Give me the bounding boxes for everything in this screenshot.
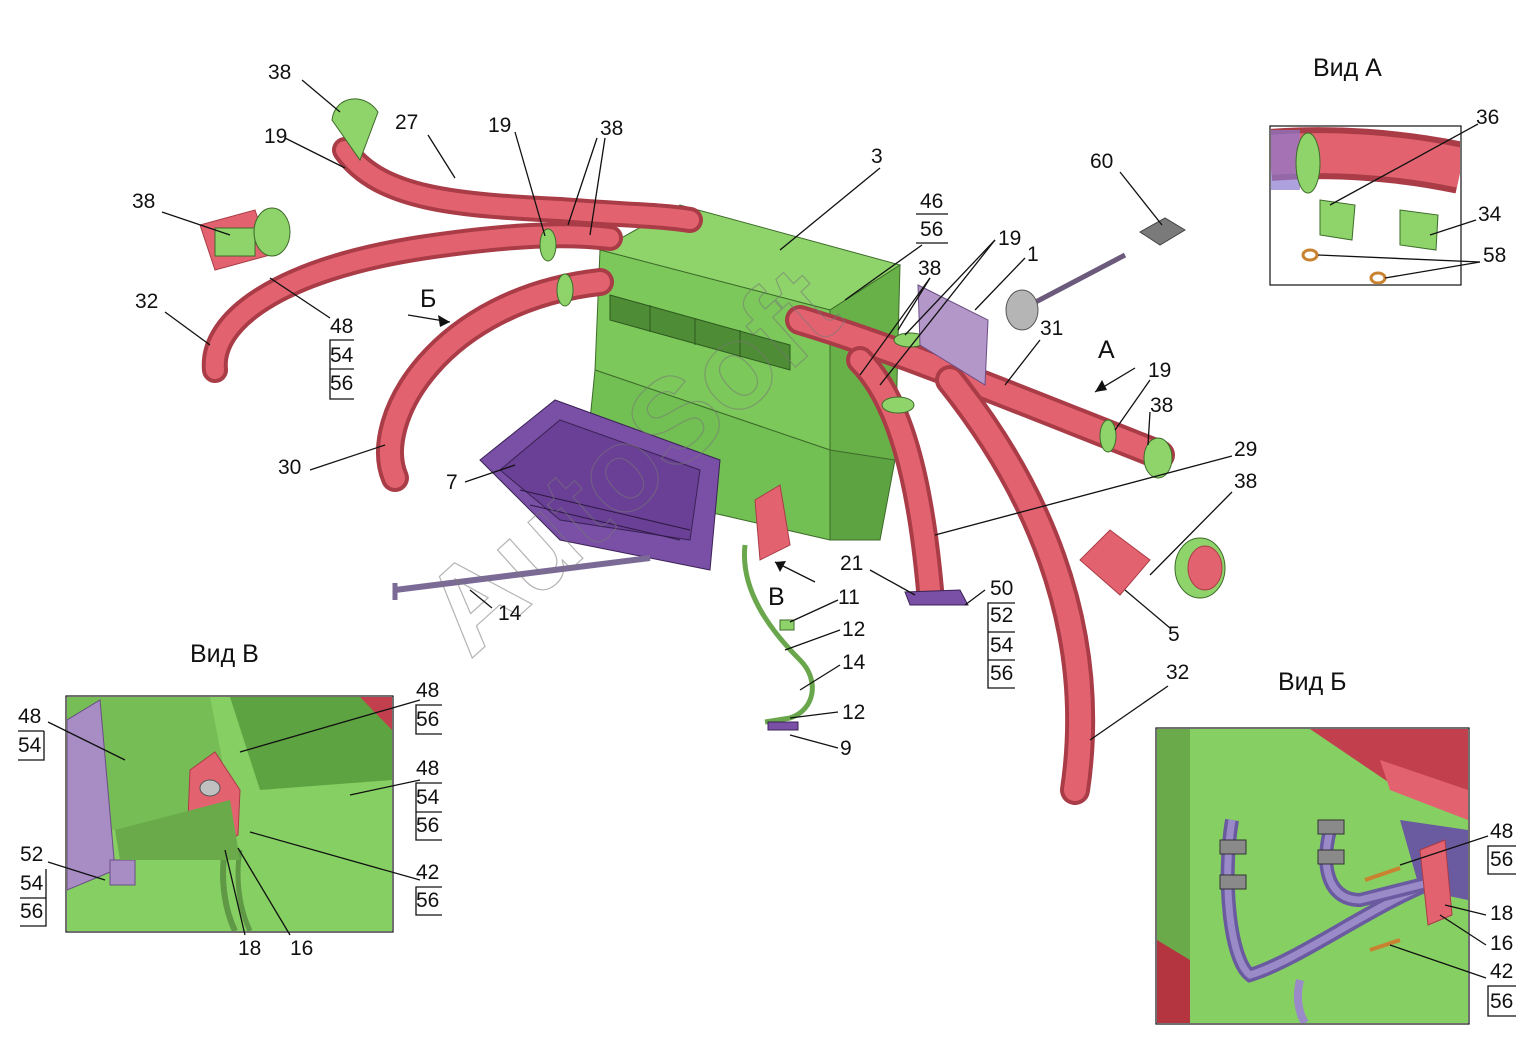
callout-9: 9 xyxy=(840,737,852,760)
callout-54: 54 xyxy=(330,344,354,367)
rod-14-right xyxy=(741,544,815,731)
callout-38: 38 xyxy=(1234,470,1257,493)
callout-54: 54 xyxy=(20,872,44,895)
callout-56: 56 xyxy=(330,372,353,395)
bolt-60 xyxy=(1005,217,1186,331)
plate-1 xyxy=(917,284,989,386)
callout-50: 50 xyxy=(990,577,1013,600)
callout-3: 3 xyxy=(871,145,883,168)
bracket-21 xyxy=(904,589,969,606)
callout-16: 16 xyxy=(1490,932,1513,955)
callout-30: 30 xyxy=(278,456,301,479)
callout-18: 18 xyxy=(238,937,261,960)
callout-56: 56 xyxy=(20,900,43,923)
callout-48: 48 xyxy=(330,315,353,338)
callout-60: 60 xyxy=(1090,150,1113,173)
view-v-title: Вид В xyxy=(190,640,259,668)
callout-38: 38 xyxy=(132,190,155,213)
flange xyxy=(754,484,791,561)
callout-42: 42 xyxy=(1490,960,1513,983)
callout-19: 19 xyxy=(1148,359,1171,382)
rod-14-left xyxy=(392,555,651,600)
callout-54: 54 xyxy=(416,786,440,809)
callout-56: 56 xyxy=(990,662,1013,685)
callout-52: 52 xyxy=(990,604,1013,627)
callout-19: 19 xyxy=(998,227,1021,250)
callout-12: 12 xyxy=(842,701,865,724)
callout-32: 32 xyxy=(1166,661,1189,684)
callout-54: 54 xyxy=(18,734,42,757)
callout-48: 48 xyxy=(1490,820,1513,843)
view-v-panel: Вид В 48 54 48 56 48 5 xyxy=(18,640,442,960)
callout-48: 48 xyxy=(416,757,439,780)
end-cap-38 xyxy=(1143,437,1173,479)
callout-38: 38 xyxy=(600,117,623,140)
callout-19: 19 xyxy=(488,114,511,137)
callout-46: 46 xyxy=(920,190,943,213)
view-arrows xyxy=(438,315,1107,572)
callout-48: 48 xyxy=(416,679,439,702)
callout-54: 54 xyxy=(990,634,1014,657)
view-arrow-b: Б xyxy=(420,285,436,313)
callout-36: 36 xyxy=(1476,106,1499,129)
callout-48: 48 xyxy=(18,705,41,728)
callout-56: 56 xyxy=(416,889,439,912)
callout-31: 31 xyxy=(1040,317,1063,340)
callout-32: 32 xyxy=(135,290,158,313)
callout-56: 56 xyxy=(1490,848,1513,871)
callout-52: 52 xyxy=(20,843,43,866)
callout-56: 56 xyxy=(1490,990,1513,1013)
callout-56: 56 xyxy=(416,708,439,731)
callout-16: 16 xyxy=(290,937,313,960)
callout-7: 7 xyxy=(446,471,458,494)
callout-19: 19 xyxy=(264,125,287,148)
callout-38: 38 xyxy=(268,61,291,84)
callout-56: 56 xyxy=(416,814,439,837)
leaders-main xyxy=(161,79,1233,749)
nozzle-38-left xyxy=(199,207,291,271)
view-a-panel: Вид А 36 34 58 xyxy=(1269,54,1506,286)
callout-1: 1 xyxy=(1027,243,1039,266)
air-duct-7 xyxy=(479,399,721,571)
callout-56: 56 xyxy=(920,218,943,241)
view-b-panel: Вид Б 48 56 18 xyxy=(1155,668,1516,1025)
callout-12: 12 xyxy=(842,618,865,641)
clamps-19 xyxy=(539,228,1117,453)
callout-42: 42 xyxy=(416,861,439,884)
callout-38: 38 xyxy=(918,257,941,280)
callout-14: 14 xyxy=(498,602,522,625)
callout-18: 18 xyxy=(1490,902,1513,925)
callout-27: 27 xyxy=(395,111,418,134)
callout-5: 5 xyxy=(1168,623,1180,646)
nozzle-38-top xyxy=(331,98,379,162)
view-arrow-v: В xyxy=(768,583,785,611)
callout-14: 14 xyxy=(842,651,866,674)
view-b-title: Вид Б xyxy=(1278,668,1347,696)
callout-21: 21 xyxy=(840,552,863,575)
callout-29: 29 xyxy=(1234,438,1257,461)
callouts-main: 38 27 19 19 38 3 60 46 56 19 1 38 38 32 … xyxy=(132,61,1257,760)
callout-34: 34 xyxy=(1478,203,1502,226)
view-arrow-a: А xyxy=(1098,336,1115,364)
view-a-title: Вид А xyxy=(1313,54,1382,82)
callout-11: 11 xyxy=(838,586,860,609)
callout-38: 38 xyxy=(1150,394,1173,417)
callout-58: 58 xyxy=(1483,244,1506,267)
nozzle-38-right xyxy=(1079,529,1226,599)
